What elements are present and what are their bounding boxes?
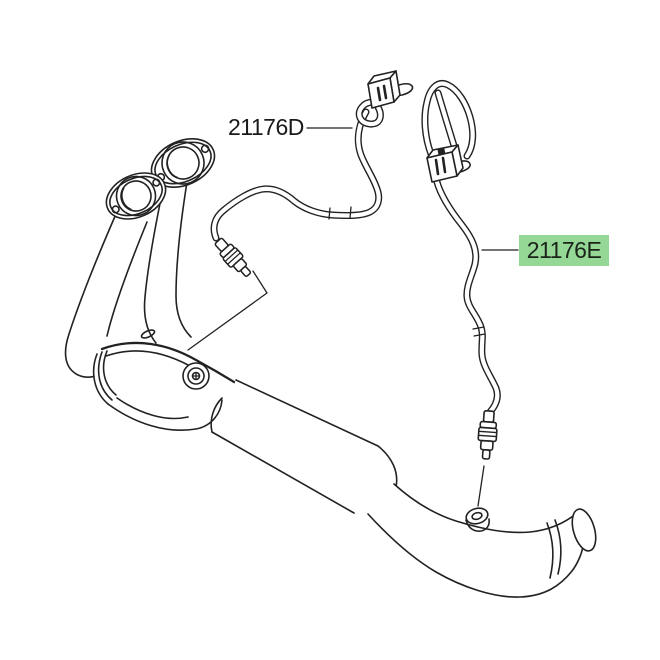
connector-front xyxy=(367,70,414,109)
exhaust-flange-left xyxy=(105,172,167,220)
o2-sensor-rear-body xyxy=(477,409,498,460)
connector-rear xyxy=(426,144,471,183)
cable-sleeve-marks xyxy=(328,206,352,220)
header-pipes xyxy=(64,181,192,378)
part-number-text: 21176E xyxy=(526,237,602,263)
heat-shield xyxy=(92,329,252,433)
pipe-outlet-opening xyxy=(571,508,597,552)
part-label-21176D[interactable]: 21176D xyxy=(228,116,304,139)
sensor-boss-rear xyxy=(465,507,490,532)
cable-sleeve-marks xyxy=(472,326,486,337)
tail-pipe xyxy=(367,483,597,598)
pointer-line-sensor-e xyxy=(477,465,485,507)
sensor-boss-front xyxy=(182,362,210,390)
exhaust-flange-right xyxy=(150,138,216,188)
part-number-text: 21176D xyxy=(228,114,304,140)
o2-sensor-rear-assembly xyxy=(421,80,501,460)
o2-sensor-front-assembly xyxy=(210,70,414,277)
pointer-lines xyxy=(187,127,519,507)
pointer-line-sensor-d xyxy=(187,270,268,351)
o2-sensor-front-body xyxy=(214,237,252,277)
part-label-21176E-highlighted[interactable]: 21176E xyxy=(519,235,609,266)
